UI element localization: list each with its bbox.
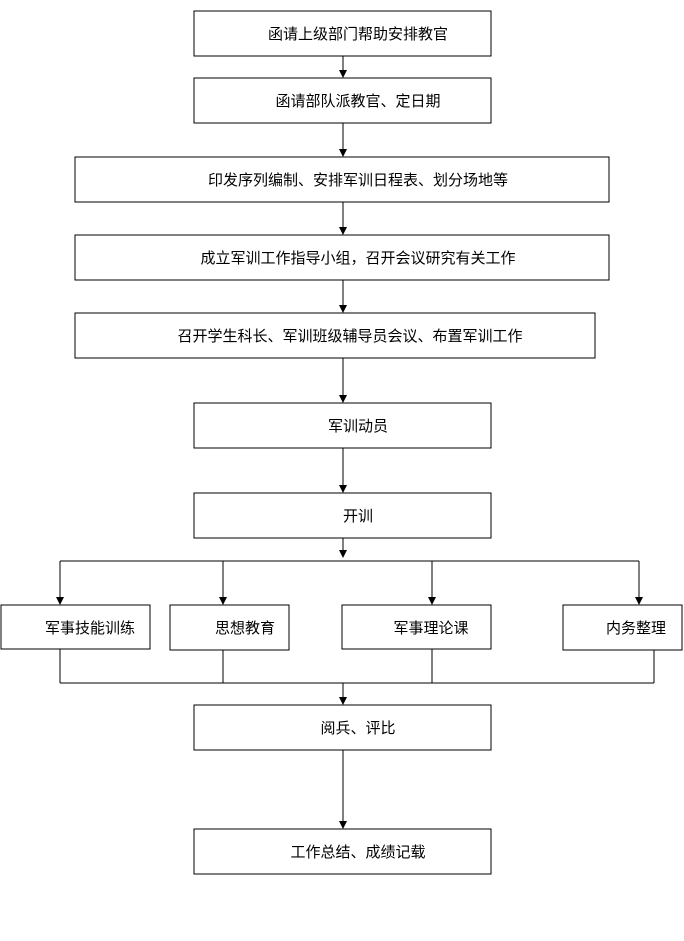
branch-label: 内务整理 (606, 619, 666, 637)
branch-box-3: 军事理论课 (341, 604, 492, 650)
arrowhead (339, 149, 347, 157)
step-box-6: 军训动员 (193, 402, 492, 449)
branch-box-1: 军事技能训练 (0, 604, 151, 650)
arrowhead (339, 305, 347, 313)
branch-label: 军事技能训练 (45, 619, 135, 637)
step-box-4: 成立军训工作指导小组，召开会议研究有关工作 (74, 234, 610, 281)
step-box-2: 函请部队派教官、定日期 (193, 77, 492, 124)
step-label: 成立军训工作指导小组，召开会议研究有关工作 (200, 249, 515, 267)
branch-box-2: 思想教育 (169, 604, 290, 651)
final-label: 工作总结、成绩记载 (290, 843, 425, 861)
step-label: 军训动员 (328, 417, 388, 435)
arrowhead (56, 597, 64, 605)
final-box-1: 阅兵、评比 (193, 704, 492, 751)
arrowhead (219, 597, 227, 605)
connectors (56, 56, 655, 829)
arrowhead (339, 227, 347, 235)
step-box-5: 召开学生科长、军训班级辅导员会议、布置军训工作 (74, 312, 596, 359)
arrowhead (339, 550, 347, 558)
step-box-1: 函请上级部门帮助安排教官 (193, 10, 492, 57)
step-label: 开训 (343, 507, 373, 525)
branch-label: 军事理论课 (393, 619, 468, 637)
branch-label: 思想教育 (215, 619, 275, 637)
step-label: 印发序列编制、安排军训日程表、划分场地等 (208, 171, 508, 189)
arrowhead (339, 70, 347, 78)
step-label: 函请部队派教官、定日期 (275, 92, 440, 110)
arrowhead (339, 697, 347, 705)
arrowhead (339, 485, 347, 493)
arrowhead (339, 821, 347, 829)
step-label: 召开学生科长、军训班级辅导员会议、布置军训工作 (177, 327, 522, 345)
arrowhead (428, 597, 436, 605)
step-label: 函请上级部门帮助安排教官 (268, 25, 448, 43)
final-label: 阅兵、评比 (320, 719, 395, 737)
arrowhead (339, 395, 347, 403)
branch-box-4: 内务整理 (562, 604, 683, 651)
final-box-2: 工作总结、成绩记载 (193, 828, 492, 875)
arrowhead (635, 597, 643, 605)
step-box-3: 印发序列编制、安排军训日程表、划分场地等 (74, 156, 610, 203)
step-box-7: 开训 (193, 492, 492, 539)
